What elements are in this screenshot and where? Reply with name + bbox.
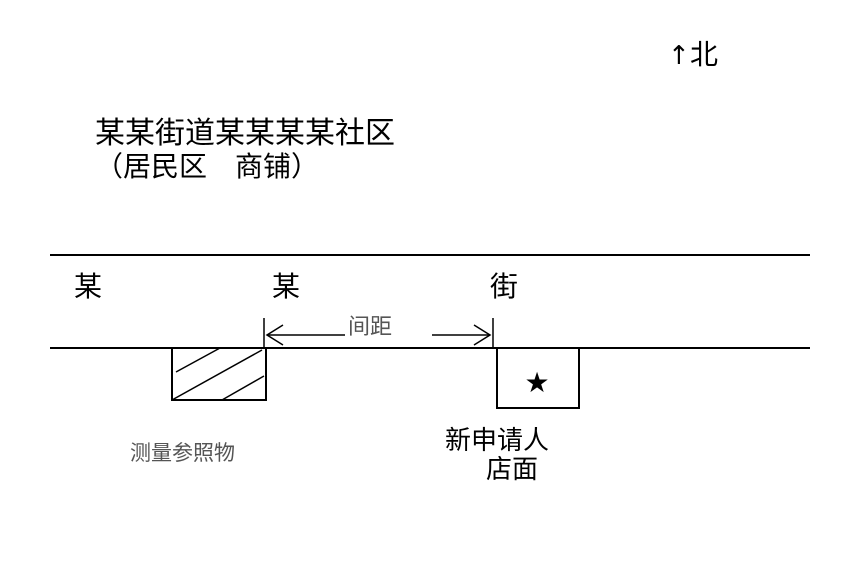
north-label: 北 [690,38,718,71]
community-title: 某某街道某某某某社区 [95,116,395,151]
community-subtitle: （居民区 商铺） [95,150,319,183]
street-name-char-2: 某 [272,270,300,303]
reference-label: 测量参照物 [130,441,235,465]
shop-label-line1: 新申请人 [445,426,549,456]
shop-label-line2: 店面 [486,455,538,485]
reference-building [171,347,267,401]
distance-label: 间距 [348,315,392,340]
applicant-shop: ★ [496,347,580,409]
street-name-char-3: 街 [490,270,518,303]
street-name-char-1: 某 [74,270,102,303]
star-icon: ★ [524,366,549,399]
north-arrow-icon: ↑ [668,41,690,71]
north-indicator: ↑ 北 [668,38,718,71]
distance-dimension [263,318,494,348]
